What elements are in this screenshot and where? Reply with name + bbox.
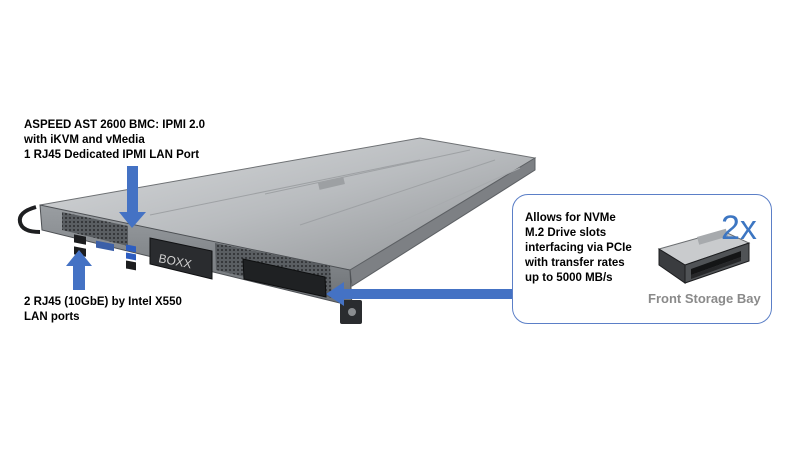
nvme-callout-text: Allows for NVMe M.2 Drive slots interfac… [525,211,632,286]
usb-port-2 [126,252,136,261]
left-handle [17,205,41,234]
lan-arrow [66,250,92,290]
usb-port-1 [126,244,136,253]
storage-bay-image [657,228,751,284]
rj45-port-1 [74,234,86,245]
bay-arrow [326,282,516,306]
nvme-line: M.2 Drive slots [525,227,607,239]
front-bay-slot [242,258,327,298]
vga-port [96,240,114,252]
bmc-label: ASPEED AST 2600 BMC: IPMI 2.0 with iKVM … [24,118,205,163]
lan-label-line: LAN ports [24,311,80,323]
nvme-line: up to 5000 MB/s [525,272,613,284]
nvme-line: with transfer rates [525,257,625,269]
lan-label-line: 2 RJ45 (10GbE) by Intel X550 [24,296,182,308]
ipmi-port [126,260,136,271]
bay-caption: Front Storage Bay [648,291,761,306]
lan-label: 2 RJ45 (10GbE) by Intel X550 LAN ports [24,295,182,325]
nvme-callout: Allows for NVMe M.2 Drive slots interfac… [512,194,772,324]
bmc-label-line: 1 RJ45 Dedicated IPMI LAN Port [24,149,200,161]
brand-text: BOXX [157,251,192,271]
front-vent-left [62,212,128,246]
bmc-label-line: with iKVM and vMedia [24,134,145,146]
brand-plate [149,237,213,280]
nvme-line: interfacing via PCIe [525,242,632,254]
nvme-line: Allows for NVMe [525,212,616,224]
bmc-label-line: ASPEED AST 2600 BMC: IPMI 2.0 [24,119,206,131]
bay-count: 2x [721,209,757,247]
server-right-side [349,157,536,287]
bmc-arrow [119,166,146,228]
